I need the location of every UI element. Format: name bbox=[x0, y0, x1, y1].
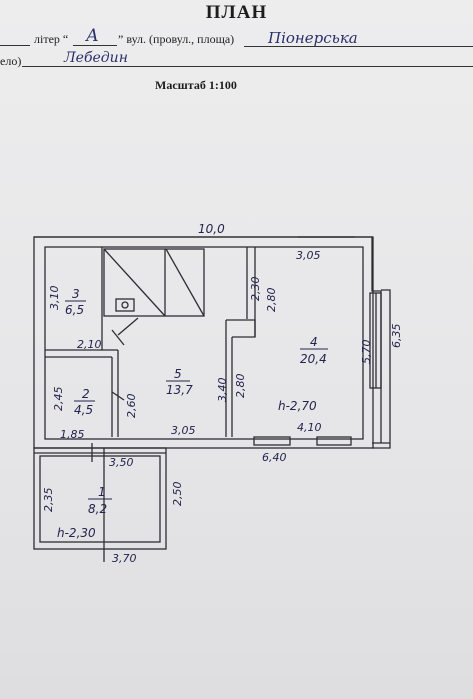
village-label: ело) bbox=[0, 54, 22, 68]
dim-top: 10,0 bbox=[198, 222, 225, 236]
house-inner-wall bbox=[44, 246, 364, 440]
dim-partition-a: 3,40 bbox=[216, 378, 229, 403]
room5-number: 5 bbox=[174, 367, 182, 381]
dim-bottom-mid: 3,05 bbox=[171, 424, 196, 437]
height-main: h-2,70 bbox=[278, 399, 317, 413]
window-bottom-2 bbox=[316, 436, 352, 446]
street-value: Піонерська bbox=[268, 29, 358, 47]
dim-room2-right: 2,60 bbox=[125, 394, 138, 419]
height-porch: h-2,30 bbox=[57, 526, 96, 540]
street-label: ” вул. (провул., площа) bbox=[118, 32, 235, 46]
room2-area: 4,5 bbox=[74, 403, 93, 417]
porch-inner bbox=[39, 455, 161, 543]
letter-label: літер “ bbox=[34, 32, 69, 46]
underline-prefix bbox=[0, 45, 30, 46]
room1-number: 1 bbox=[98, 485, 106, 499]
door-mark-room2 bbox=[111, 391, 125, 401]
outer-wall bbox=[34, 236, 391, 449]
door-swing-room3 bbox=[117, 317, 139, 336]
dim-partition-b: 2,80 bbox=[234, 374, 247, 399]
dim-left-top: 3,10 bbox=[48, 286, 61, 311]
street-underline bbox=[244, 46, 473, 47]
house-outer-wall bbox=[33, 236, 374, 449]
room5-area: 13,7 bbox=[166, 383, 193, 397]
village-underline bbox=[22, 66, 473, 67]
partition-box bbox=[226, 319, 256, 338]
stair-block bbox=[103, 248, 205, 317]
dim-top-right: 3,05 bbox=[296, 249, 321, 262]
dim-porch-left: 2,35 bbox=[42, 488, 55, 513]
stove-burner bbox=[121, 301, 129, 309]
room4-area: 20,4 bbox=[300, 352, 327, 366]
dim-partition-top: 2,30 bbox=[249, 277, 262, 302]
window-bottom-1 bbox=[253, 436, 291, 446]
door-mark bbox=[111, 329, 125, 346]
dim-room4-left: 2,80 bbox=[265, 288, 278, 313]
dim-bottom-right: 4,10 bbox=[297, 421, 322, 434]
dim-porch-bottom: 3,70 bbox=[112, 552, 137, 565]
dim-porch-right: 2,50 bbox=[171, 482, 184, 507]
scale-label: Масштаб 1:100 bbox=[155, 78, 237, 92]
letter-value: А bbox=[86, 26, 99, 46]
porch-outer bbox=[33, 447, 167, 550]
dim-bottom-left: 1,85 bbox=[60, 428, 85, 441]
dim-mid-hall: 2,10 bbox=[77, 338, 102, 351]
room1-area: 8,2 bbox=[88, 502, 107, 516]
dim-left-room2: 2,45 bbox=[52, 387, 65, 412]
village-value: Лебедин bbox=[64, 50, 128, 66]
room3-area: 6,5 bbox=[65, 303, 84, 317]
stove bbox=[115, 298, 135, 312]
room3-number: 3 bbox=[72, 287, 80, 301]
room2-number: 2 bbox=[82, 387, 90, 401]
room4-number: 4 bbox=[310, 335, 318, 349]
dim-bottom-total: 6,40 bbox=[262, 451, 287, 464]
stair-diagonal-2 bbox=[165, 248, 205, 317]
page-title: ПЛАН bbox=[205, 2, 268, 23]
dim-right-outer: 6,35 bbox=[390, 324, 403, 349]
dim-right-inner: 5,70 bbox=[360, 340, 373, 365]
stair-diagonal-1 bbox=[103, 248, 166, 317]
dim-porch-top: 3,50 bbox=[109, 456, 134, 469]
letter-underline bbox=[73, 45, 117, 46]
